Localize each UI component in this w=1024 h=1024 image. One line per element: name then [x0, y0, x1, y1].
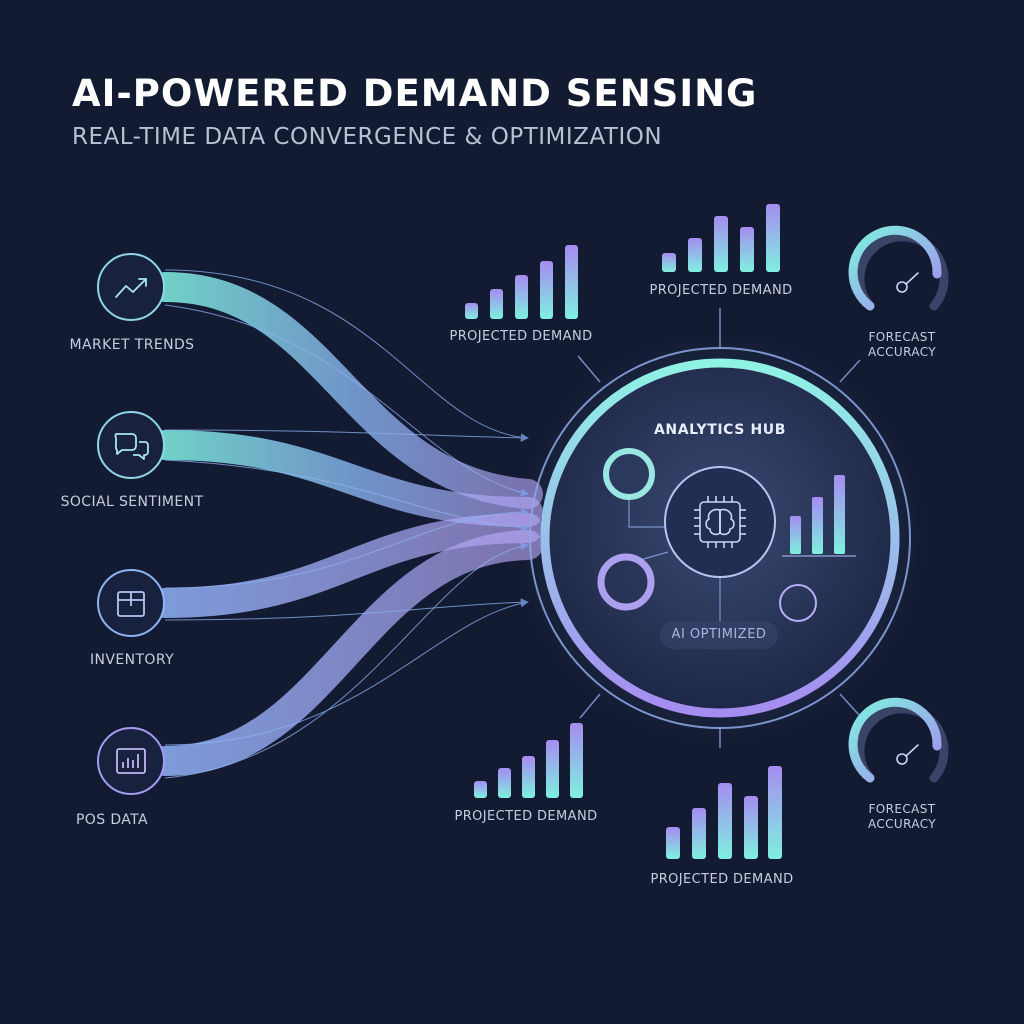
projected-demand-label-3: PROJECTED DEMAND: [454, 809, 598, 824]
demand-bar: [515, 275, 528, 319]
connector-line: [164, 542, 529, 779]
source-inventory: [97, 569, 165, 637]
projected-demand-chart-1: [465, 245, 578, 319]
demand-bar: [565, 245, 578, 319]
demand-bar: [540, 261, 553, 319]
demand-bar: [740, 227, 754, 272]
chat-bubbles-icon: [114, 433, 149, 460]
gauge-hub: [896, 281, 908, 293]
source-icon-ring: [97, 727, 165, 795]
forecast-gauge-1: [848, 225, 949, 311]
projected-demand-chart-4: [666, 766, 782, 859]
source-label-inventory: INVENTORY: [89, 652, 175, 668]
stream-market-trends: [150, 272, 543, 509]
analytics-hub: [515, 308, 925, 748]
source-social-sentiment: [97, 411, 165, 479]
connector-line: [164, 304, 529, 497]
demand-bar: [465, 303, 478, 319]
hub-node-right: [779, 584, 817, 622]
connector-line: [164, 269, 529, 442]
stream-social-sentiment: [150, 430, 543, 527]
demand-bar: [666, 827, 680, 859]
stream-inventory: [150, 513, 543, 618]
hub-mini-bar: [812, 497, 823, 554]
connector-line: [164, 598, 529, 621]
gauge-fill: [848, 225, 942, 311]
demand-bar: [692, 808, 706, 859]
hub-mini-bar: [790, 516, 801, 554]
page-title: AI-POWERED DEMAND SENSING: [72, 72, 758, 115]
projected-demand-chart-3: [474, 723, 583, 798]
forecast-accuracy-label-1: FORECAST ACCURACY: [867, 330, 937, 359]
data-streams: [150, 272, 543, 776]
gauge-track: [855, 232, 949, 311]
gauge-needle: [905, 272, 919, 285]
hub-node-top-left: [603, 448, 655, 500]
thin-connectors: [164, 269, 529, 779]
demand-bar: [768, 766, 782, 859]
projected-demand-chart-2: [662, 204, 780, 272]
connector-line: [164, 459, 529, 532]
demand-bar: [766, 204, 780, 272]
connector-line: [164, 599, 529, 746]
source-market-trends: [97, 253, 165, 321]
source-label-social-sentiment: SOCIAL SENTIMENT: [60, 494, 204, 510]
stream-pos-data: [150, 530, 543, 776]
connector-line: [164, 429, 529, 442]
projected-demand-label-4: PROJECTED DEMAND: [650, 872, 794, 887]
hub-mini-bar: [834, 475, 845, 554]
demand-bar: [688, 238, 702, 272]
hub-inner-connectors: [628, 497, 721, 622]
box-icon: [117, 591, 145, 617]
demand-bar: [570, 723, 583, 798]
projected-demand-label-1: PROJECTED DEMAND: [449, 329, 593, 344]
demand-bar: [474, 781, 487, 798]
source-label-pos-data: POS DATA: [75, 812, 149, 828]
projected-demand-label-2: PROJECTED DEMAND: [649, 283, 793, 298]
page-subtitle: REAL-TIME DATA CONVERGENCE & OPTIMIZATIO…: [72, 124, 663, 150]
source-icon-ring: [97, 411, 165, 479]
gauge-needle: [905, 744, 919, 757]
hub-node-bottom-left: [597, 553, 655, 611]
gauge-track: [855, 704, 949, 783]
source-pos-data: [97, 727, 165, 795]
trend-line-icon: [115, 278, 147, 298]
demand-bar: [714, 216, 728, 272]
demand-bar: [490, 289, 503, 319]
connector-line: [164, 508, 529, 589]
source-label-market-trends: MARKET TRENDS: [69, 337, 195, 353]
ai-optimized-badge: AI OPTIMIZED: [660, 621, 778, 649]
hub-mini-chart: [782, 475, 856, 557]
demand-bar: [718, 783, 732, 859]
gauge-fill: [848, 697, 942, 783]
chip-pins: [694, 496, 746, 548]
demand-bar: [546, 740, 559, 798]
bar-report-icon: [116, 748, 146, 774]
gauge-hub: [896, 753, 908, 765]
demand-bar: [662, 253, 676, 272]
brain-chip-icon: [694, 496, 746, 548]
demand-bar: [498, 768, 511, 798]
demand-bar: [744, 796, 758, 859]
demand-bar: [522, 756, 535, 798]
hub-spokes: [577, 308, 861, 748]
hub-title: ANALYTICS HUB: [653, 422, 787, 438]
forecast-gauge-2: [848, 697, 949, 783]
forecast-accuracy-label-2: FORECAST ACCURACY: [867, 802, 937, 831]
source-icon-ring: [97, 253, 165, 321]
